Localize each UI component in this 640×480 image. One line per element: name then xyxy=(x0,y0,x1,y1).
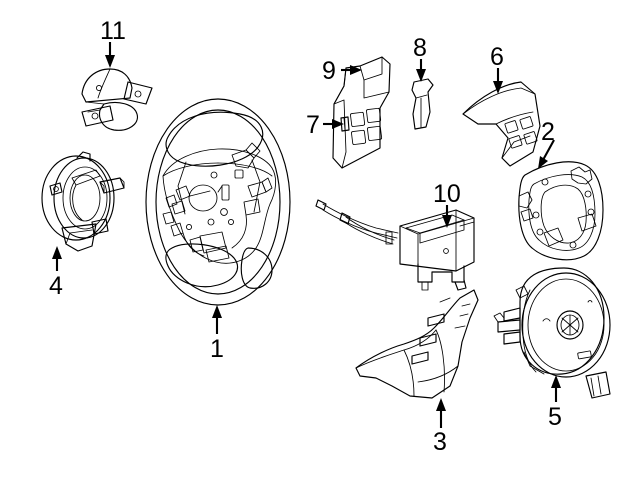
callout-label-1: 1 xyxy=(210,335,224,363)
callout-label-4: 4 xyxy=(49,272,63,300)
part-8-shift-paddle xyxy=(411,78,434,130)
part-4-clock-spring xyxy=(41,151,125,252)
part-6-upper-trim-cover xyxy=(462,81,541,167)
callout-label-8: 8 xyxy=(413,34,427,62)
part-7-retaining-clip xyxy=(340,116,350,132)
callout-label-11: 11 xyxy=(100,17,126,45)
callout-label-3: 3 xyxy=(433,428,447,456)
part-5-driver-airbag xyxy=(493,267,611,399)
part-9-switch-bezel xyxy=(332,56,391,169)
part-1-steering-wheel xyxy=(145,98,291,306)
part-2-mounting-plate xyxy=(518,161,604,261)
callout-label-5: 5 xyxy=(548,403,562,431)
callout-label-7: 7 xyxy=(306,111,320,139)
callout-label-10: 10 xyxy=(433,180,461,208)
part-3-lower-trim-cover xyxy=(355,289,479,399)
callout-label-9: 9 xyxy=(322,57,336,85)
callout-label-2: 2 xyxy=(541,118,555,146)
part-10-control-module xyxy=(315,199,475,291)
callout-label-6: 6 xyxy=(490,43,504,71)
callout-leaders xyxy=(52,42,561,428)
part-11-mounting-bracket-clip xyxy=(81,68,153,131)
